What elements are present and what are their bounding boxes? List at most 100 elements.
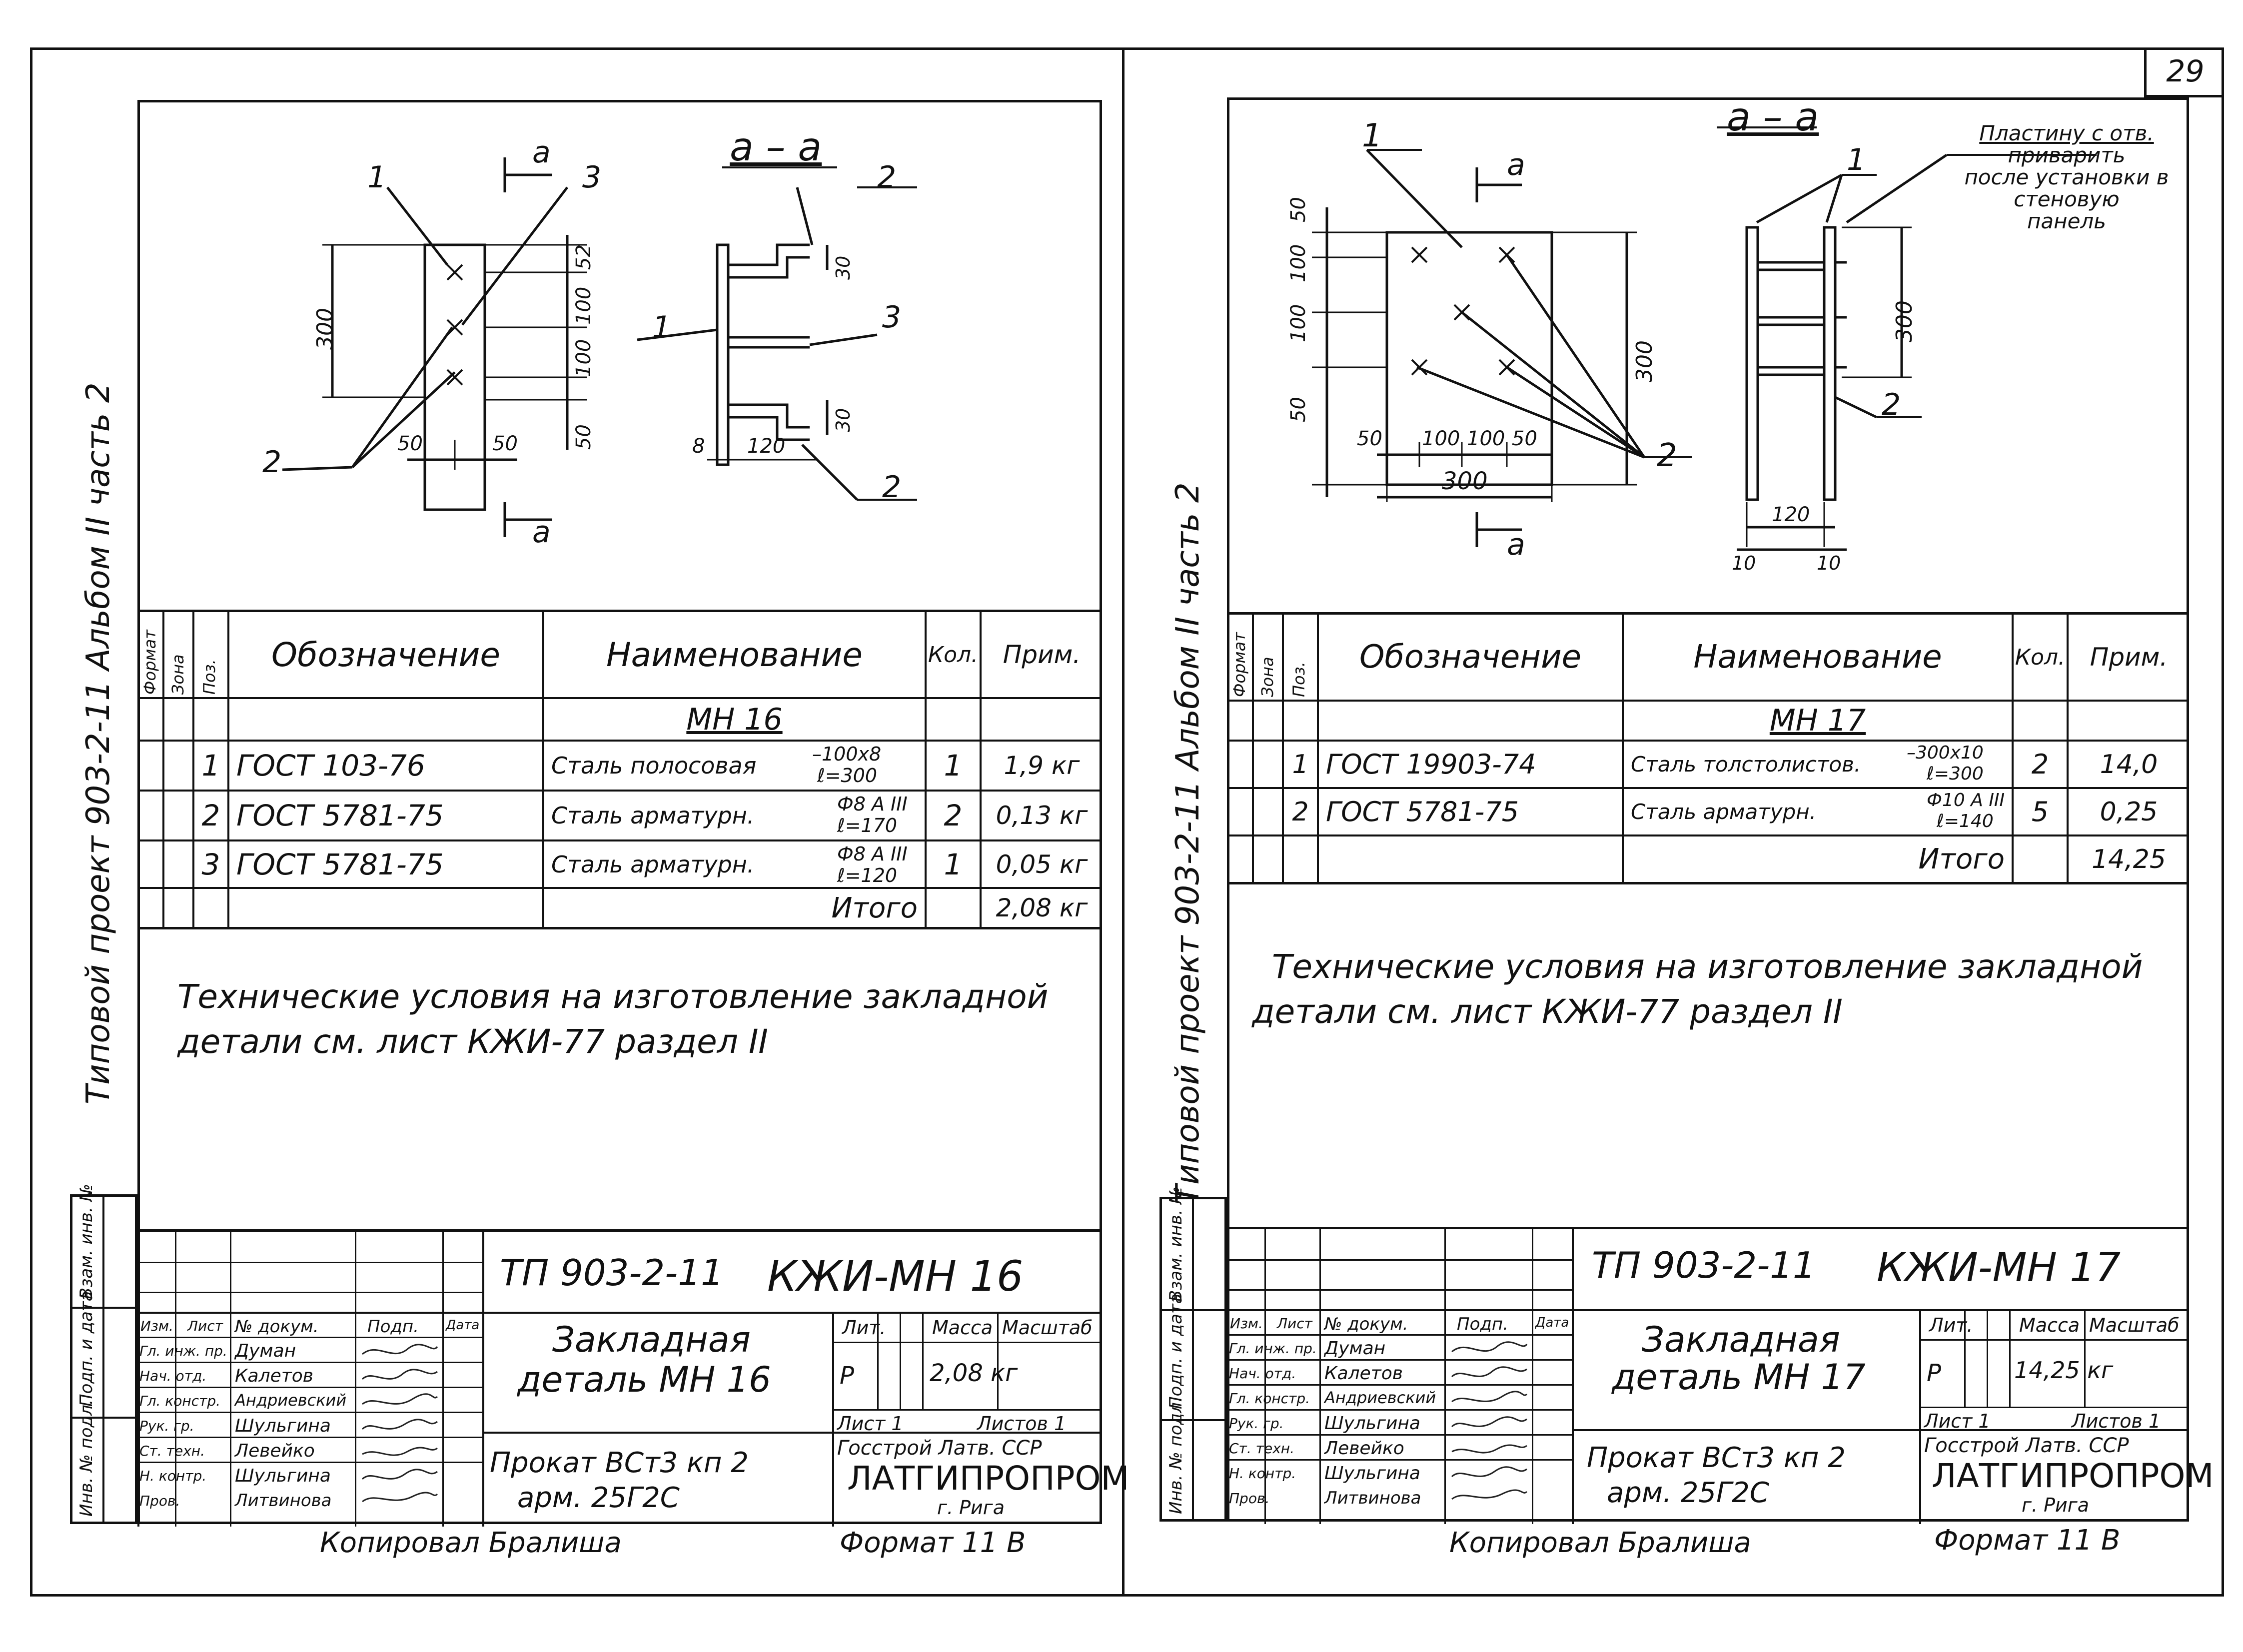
right-annotation-line1: Пластину с отв.: [1979, 121, 2154, 145]
left-row3-designation: ГОСТ 5781-75: [236, 847, 444, 881]
left-row1-size: –100х8: [812, 743, 882, 765]
right-row1-designation: ГОСТ 19903-74: [1326, 749, 1536, 780]
left-dim-anchor-top: 30: [832, 255, 854, 280]
left-sec-callout-2: 2: [877, 160, 897, 195]
right-head-qty: Кол.: [2015, 644, 2066, 670]
right-row2-size: Ф10 А III: [1927, 790, 2005, 811]
right-tb-name-4: Шульгина: [1324, 1413, 1420, 1434]
left-head-qty: Кол.: [928, 642, 979, 668]
left-tb-name-2: Калетов: [235, 1366, 313, 1386]
left-row2-designation: ГОСТ 5781-75: [236, 799, 444, 832]
right-section-title: а – а: [1727, 95, 1819, 140]
left-tb-material2: арм. 25Г2С: [517, 1482, 680, 1514]
right-dim-plate-t2: 10: [1817, 552, 1841, 574]
left-tb-org-city: г. Рига: [937, 1497, 1005, 1519]
left-tb-material1: Прокат ВСт3 кп 2: [490, 1447, 749, 1479]
right-tb-col-date: Дата: [1535, 1315, 1569, 1330]
right-dim-width: 300: [1442, 467, 1488, 495]
left-group-title: МН 16: [686, 702, 783, 737]
left-section-mark-top: а: [532, 135, 551, 170]
right-dim-anchor-length: 120: [1772, 503, 1810, 526]
left-side-cell-2: Подп. и дата: [76, 1291, 96, 1407]
page-split-line: [1122, 47, 1124, 1597]
left-tb-name-7: Литвинова: [235, 1491, 332, 1511]
right-dim-pitch2: 100: [1287, 304, 1310, 342]
left-title-block: ТП 903-2-11 КЖИ-МН 16 Изм. Лист № докум.…: [137, 1229, 1129, 1527]
left-head-designation: Обозначение: [271, 635, 500, 674]
right-tb-col-doc: № докум.: [1324, 1314, 1408, 1334]
right-annotation: Пластину с отв. приварить после установк…: [1947, 122, 2187, 232]
left-total-value: 2,08 кг: [996, 893, 1088, 922]
left-note-line2: детали см. лист КЖИ-77 раздел II: [177, 1022, 768, 1061]
right-row2-designation: ГОСТ 5781-75: [1326, 796, 1519, 827]
right-tb-title2: деталь МН 17: [1612, 1357, 1866, 1398]
left-tb-role-5: Ст. техн.: [139, 1443, 205, 1459]
left-drawing-frame: [137, 100, 1102, 1524]
right-dim-w-right: 50: [1512, 427, 1537, 450]
left-tb-role-2: Нач. отд.: [139, 1368, 207, 1384]
left-head-name: Наименование: [606, 635, 863, 674]
left-dim-100a: 100: [572, 286, 595, 325]
right-dim-height: 300: [1632, 340, 1657, 382]
right-row2-qty: 5: [2031, 796, 2049, 827]
right-total-value: 14,25: [2092, 844, 2166, 874]
left-tb-col-doc: № докум.: [235, 1317, 319, 1337]
right-note-line2: детали см. лист КЖИ-77 раздел II: [1252, 992, 1843, 1031]
left-plate-section: [716, 243, 730, 466]
right-dim-w-mid2: 100: [1467, 427, 1505, 450]
right-row2-note: 0,25: [2100, 797, 2158, 827]
left-section-title: а – а: [730, 125, 822, 170]
left-tb-role-1: Гл. инж. пр.: [139, 1343, 227, 1359]
left-dim-anchor-length: 120: [747, 435, 786, 458]
left-copied-by: Копировал Бралиша: [320, 1527, 622, 1559]
right-row1-note: 14,0: [2100, 749, 2158, 780]
left-tb-title2: деталь МН 16: [517, 1359, 771, 1400]
left-row1-pos: 1: [201, 749, 220, 783]
right-format: Формат 11 В: [1934, 1524, 2121, 1557]
right-tb-material1: Прокат ВСт3 кп 2: [1587, 1442, 1846, 1474]
right-group-title: МН 17: [1769, 703, 1866, 738]
left-dim-edge-right: 50: [492, 432, 518, 455]
left-side-cell-3: Взам. инв. №: [76, 1184, 96, 1299]
right-tb-name-7: Литвинова: [1324, 1488, 1421, 1508]
left-tb-sheets: Листов 1: [977, 1413, 1067, 1435]
right-dim-side-height: 300: [1892, 300, 1917, 342]
left-head-zone: Зона: [168, 654, 187, 695]
left-tb-role-4: Рук. гр.: [139, 1418, 194, 1434]
left-format: Формат 11 В: [840, 1527, 1026, 1559]
left-tb-project: ТП 903-2-11: [500, 1252, 724, 1294]
right-tb-role-3: Гл. констр.: [1229, 1390, 1310, 1407]
left-tb-name-3: Андриевский: [235, 1391, 347, 1410]
left-sec-callout-1: 1: [652, 310, 672, 345]
right-drawing-frame: [1227, 97, 2189, 1522]
right-side-cell-1: Инв. № подл.: [1166, 1397, 1186, 1514]
right-tb-sheet-code: КЖИ-МН 17: [1877, 1244, 2121, 1291]
left-row2-name: Сталь арматурн.: [551, 802, 755, 829]
right-title-block: ТП 903-2-11 КЖИ-МН 17 Изм. Лист № докум.…: [1227, 1227, 2214, 1524]
right-head-format: Формат: [1230, 632, 1249, 697]
page-number: 29: [2166, 53, 2205, 89]
right-tb-role-4: Рук. гр.: [1229, 1415, 1284, 1432]
right-tb-role-1: Гл. инж. пр.: [1229, 1340, 1317, 1357]
right-tb-name-3: Андриевский: [1324, 1388, 1436, 1407]
left-row3-qty: 1: [944, 847, 963, 881]
right-tb-role-6: Н. контр.: [1229, 1465, 1296, 1482]
left-row2-pos: 2: [201, 799, 220, 832]
left-dim-edge-left: 50: [397, 432, 423, 455]
right-spec-table: Формат Зона Поз. Обозначение Наименовани…: [1227, 612, 2189, 884]
right-head-designation: Обозначение: [1359, 639, 1582, 676]
left-row1-size2: ℓ=300: [817, 765, 878, 787]
right-tb-mass-label: Масса: [2019, 1314, 2080, 1336]
left-row2-note: 0,13 кг: [996, 801, 1088, 830]
left-dim-plate-thickness: 8: [692, 435, 705, 458]
left-dim-anchor-bottom: 30: [832, 408, 854, 432]
left-signatures: [361, 1344, 438, 1503]
left-spec-table: Формат Зона Поз. Обозначение Наименовани…: [137, 610, 1102, 929]
right-tb-mass: 14,25 кг: [2014, 1357, 2114, 1384]
right-tb-org1: Госстрой Латв. ССР: [1924, 1434, 2129, 1457]
left-tb-lit: Р: [840, 1362, 854, 1390]
right-dim-pitch1: 100: [1287, 244, 1310, 282]
left-side-cells: Инв. № подл. Подп. и дата Взам. инв. №: [70, 1184, 137, 1524]
right-row2-pos: 2: [1292, 797, 1309, 827]
right-head-name: Наименование: [1693, 639, 1942, 676]
